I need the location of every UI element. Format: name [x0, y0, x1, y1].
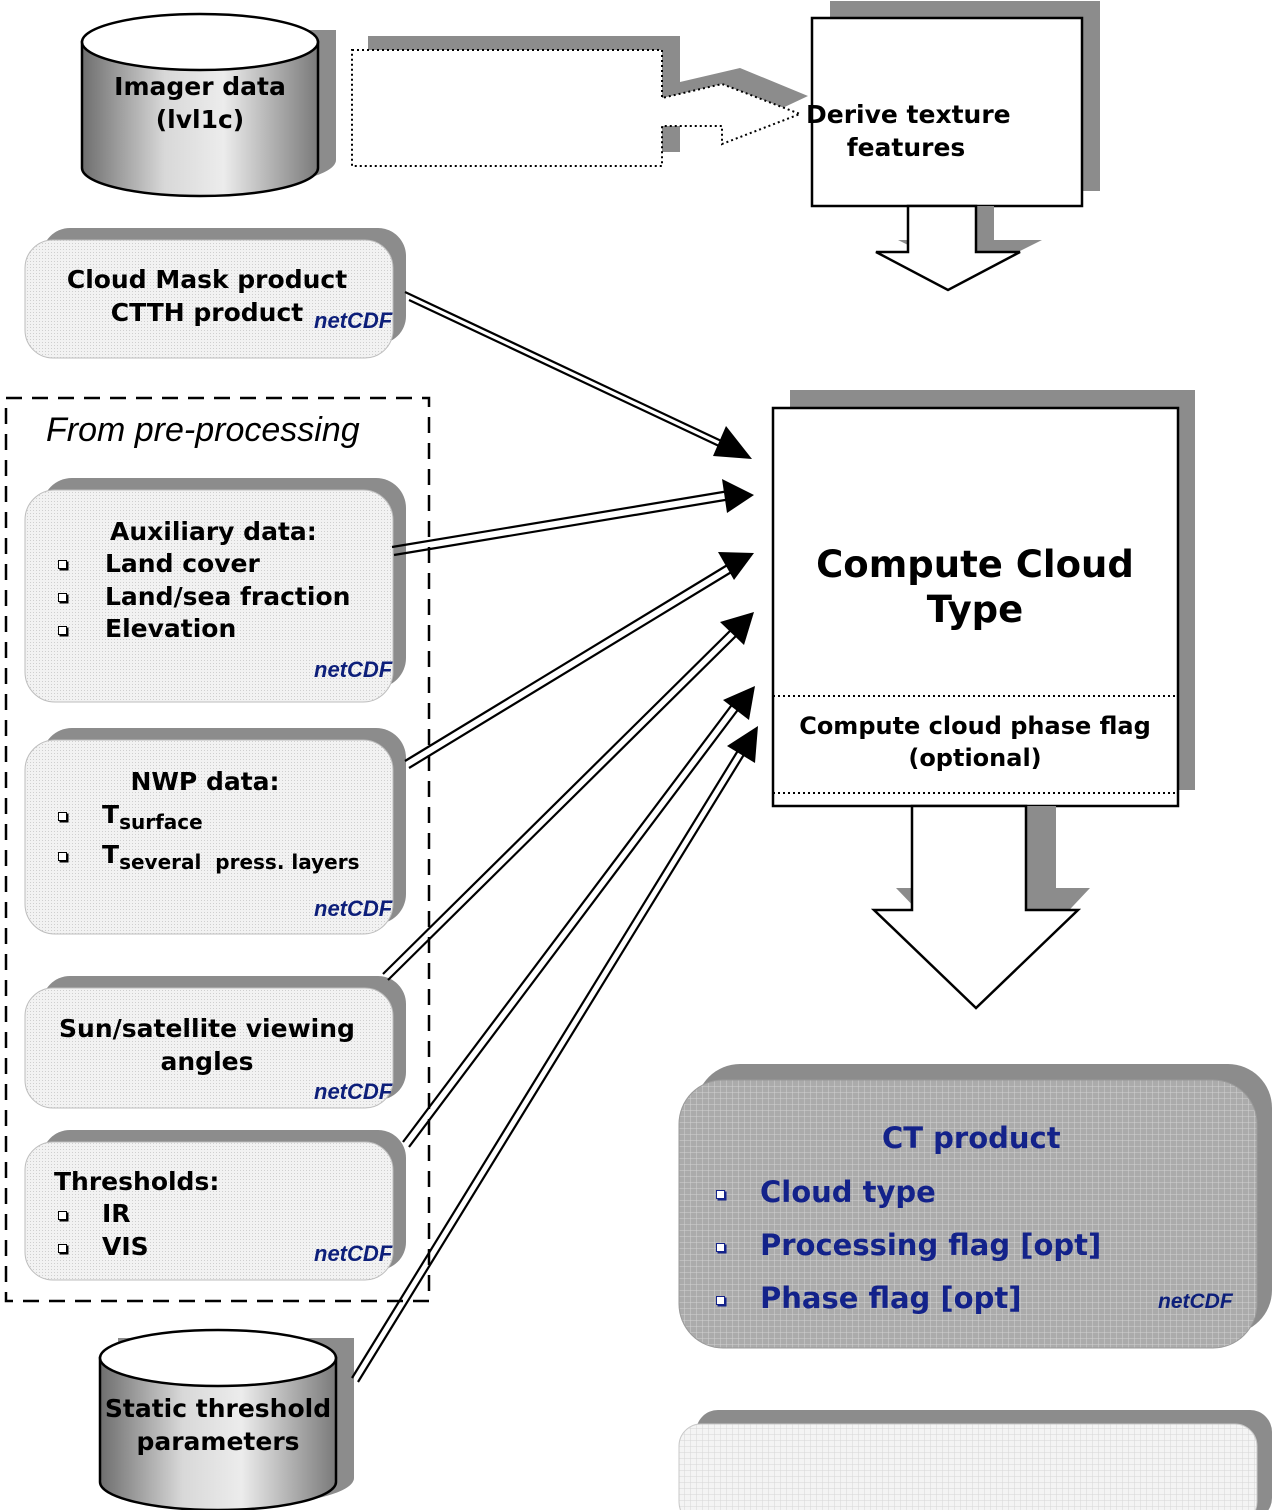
static-line1: Static threshold: [104, 1394, 332, 1423]
nwp-item-surface-main: T: [102, 800, 120, 829]
texture-label: Derive texture features: [806, 98, 1011, 164]
arrow-auxiliary: [391, 479, 754, 557]
texture-down-arrow: [875, 204, 1042, 292]
compute-box: [771, 390, 1195, 808]
ct-item-processing-flag: Processing flag [opt]: [760, 1228, 1102, 1262]
phase-label: Compute cloud phase flag (optional): [775, 710, 1175, 774]
thresholds-item-ir: IR: [102, 1199, 131, 1228]
empty-panel: [678, 1410, 1272, 1510]
compute-down-arrow: [870, 804, 1090, 1010]
imager-line2: (lvl1c): [155, 105, 245, 134]
cloudmask-panel: [24, 228, 406, 359]
nwp-item-layers-sub: several press. layers: [119, 850, 360, 874]
nwp-item-surface: Tsurface: [102, 800, 203, 834]
texture-line1: Derive texture: [806, 100, 1011, 129]
nwp-format: netCDF: [314, 896, 393, 921]
ct-product-panel: [678, 1064, 1272, 1349]
ct-product-title: CT product: [882, 1121, 1061, 1155]
imager-line1: Imager data: [114, 72, 286, 101]
static-label: Static threshold parameters: [100, 1392, 336, 1458]
thresholds-format: netCDF: [314, 1241, 393, 1266]
auxiliary-item-elevation: Elevation: [105, 614, 237, 643]
nwp-item-layers-main: T: [102, 840, 120, 869]
auxiliary-item-land-cover: Land cover: [105, 549, 260, 578]
imager-to-texture-arrow: [351, 36, 808, 167]
compute-line2: Type: [926, 588, 1024, 631]
nwp-panel: [24, 728, 406, 935]
auxiliary-title: Auxiliary data:: [110, 517, 317, 546]
ct-product-format: netCDF: [1158, 1290, 1233, 1313]
nwp-item-layers: Tseveral press. layers: [102, 840, 360, 874]
bullet-icon: [58, 1211, 67, 1220]
cloudmask-label: Cloud Mask product CTTH product: [40, 263, 374, 329]
bullet-icon: [58, 560, 67, 569]
cloudmask-format: netCDF: [314, 308, 393, 333]
texture-line2: features: [846, 133, 966, 162]
arrow-static: [351, 726, 758, 1383]
ct-item-phase-flag: Phase flag [opt]: [760, 1281, 1022, 1315]
cloudmask-line1: Cloud Mask product: [66, 265, 348, 294]
static-threshold-cylinder: [98, 1328, 354, 1510]
bullet-icon: [58, 1244, 67, 1253]
angles-line2: angles: [160, 1047, 254, 1076]
bullet-icon: [716, 1243, 725, 1252]
arrow-thresholds: [402, 686, 755, 1148]
texture-box: [810, 1, 1100, 208]
bullet-icon: [58, 593, 67, 602]
arrow-cloudmask: [404, 291, 752, 459]
cloudmask-line2: CTTH product: [110, 298, 304, 327]
nwp-item-surface-sub: surface: [119, 810, 203, 834]
imager-data-label: Imager data (lvl1c): [100, 70, 300, 136]
bullet-icon: [58, 812, 67, 821]
thresholds-panel: [24, 1130, 406, 1281]
angles-line1: Sun/satellite viewing: [59, 1014, 355, 1043]
phase-line1: Compute cloud phase flag: [799, 712, 1151, 740]
nwp-title: NWP data:: [130, 767, 280, 796]
auxiliary-format: netCDF: [314, 657, 393, 682]
bullet-icon: [58, 852, 67, 861]
thresholds-title: Thresholds:: [54, 1167, 220, 1196]
input-arrows: [351, 291, 758, 1383]
static-line2: parameters: [136, 1427, 300, 1456]
imager-data-cylinder: [80, 12, 336, 198]
bullet-icon: [716, 1190, 725, 1199]
auxiliary-item-land-sea: Land/sea fraction: [105, 582, 351, 611]
angles-format: netCDF: [314, 1079, 393, 1104]
auxiliary-panel: [24, 478, 406, 703]
arrow-nwp: [404, 552, 754, 769]
angles-panel: [24, 976, 406, 1109]
preprocessing-title: From pre-processing: [46, 411, 360, 449]
bullet-icon: [58, 626, 67, 635]
preprocessing-group: [4, 396, 431, 1303]
thresholds-item-vis: VIS: [102, 1232, 149, 1261]
compute-line1: Compute Cloud: [816, 543, 1134, 586]
phase-line2: (optional): [908, 744, 1042, 772]
compute-label: Compute Cloud Type: [775, 542, 1175, 632]
bullet-icon: [716, 1296, 725, 1305]
angles-label: Sun/satellite viewing angles: [40, 1012, 374, 1078]
arrow-angles: [382, 612, 754, 981]
ct-item-cloud-type: Cloud type: [760, 1175, 936, 1209]
